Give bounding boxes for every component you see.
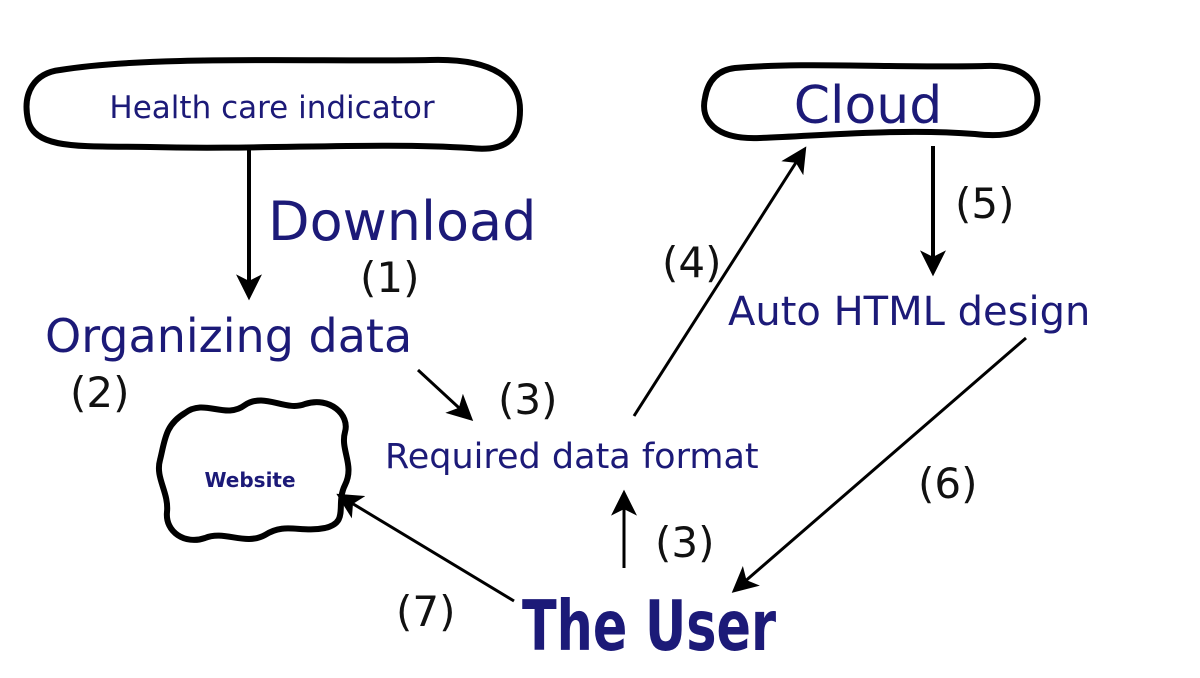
organizing-data-label: Organizing data (45, 309, 412, 363)
auto-html-label: Auto HTML design (728, 289, 1090, 335)
health-indicator-label: Health care indicator (109, 90, 434, 126)
step-3-lower: (3) (655, 518, 715, 567)
step-4: (4) (662, 238, 722, 287)
required-format-label: Required data format (385, 437, 759, 477)
health-indicator-outline (23, 56, 523, 152)
cloud-label: Cloud (794, 76, 943, 136)
cloud-node: Cloud (701, 62, 1041, 142)
step-7: (7) (396, 587, 456, 636)
step-5: (5) (955, 179, 1015, 228)
health-indicator-node: Health care indicator (23, 56, 523, 152)
cloud-outline (701, 62, 1041, 142)
step-2: (2) (70, 368, 130, 417)
step-6: (6) (918, 459, 978, 508)
download-label: Download (268, 190, 536, 253)
arrow-user-to-website (336, 493, 515, 603)
arrow-format-to-cloud (632, 146, 807, 417)
website-outline (155, 397, 352, 543)
website-label: Website (204, 468, 295, 492)
website-node: Website (155, 397, 352, 543)
arrow-organize-to-format (416, 368, 474, 421)
arrow-html-to-user (731, 336, 1027, 593)
step-3-upper: (3) (498, 375, 558, 424)
step-1: (1) (360, 253, 420, 302)
user-label: The User (522, 587, 776, 667)
